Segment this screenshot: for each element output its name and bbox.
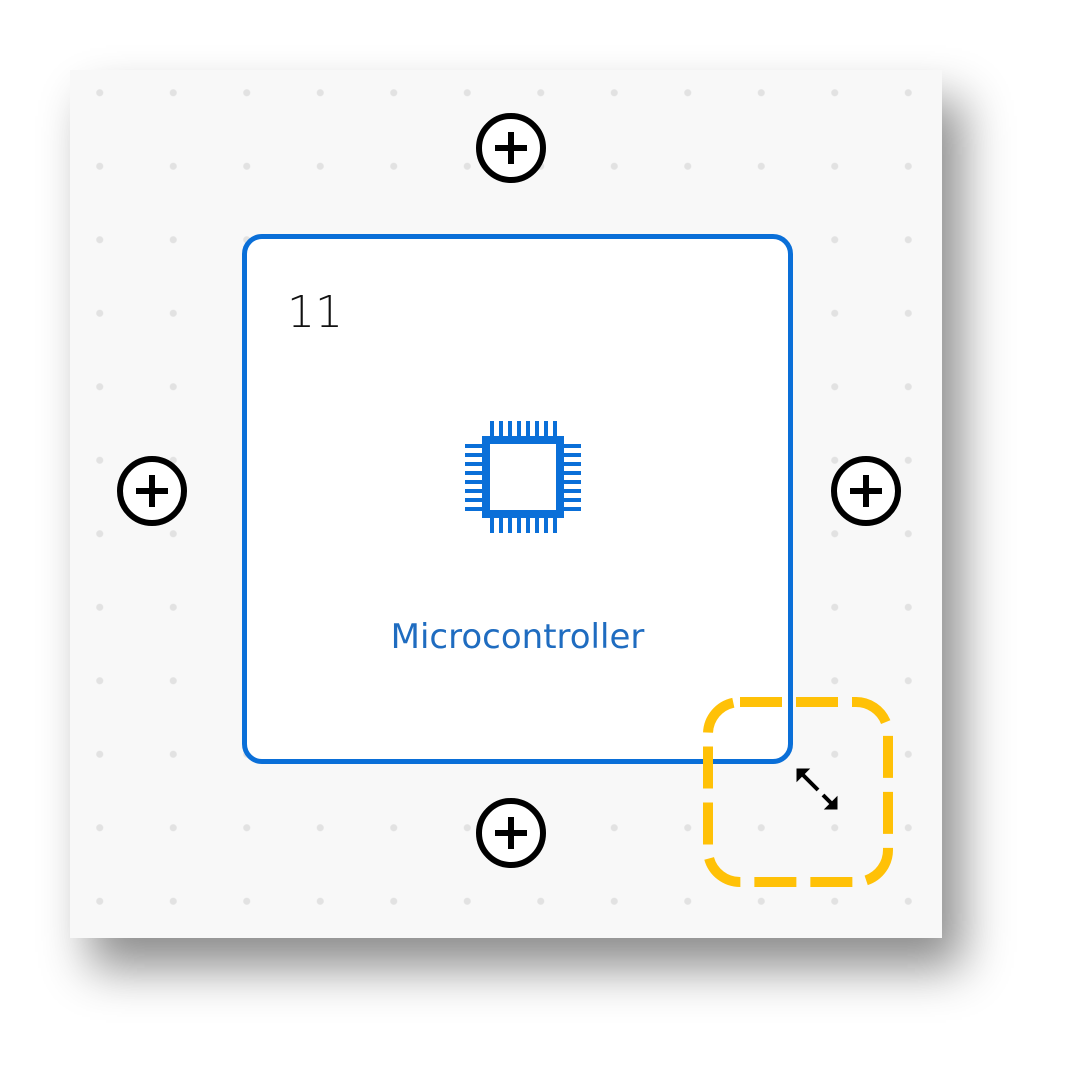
resize-arrows-icon	[796, 768, 838, 810]
add-node-top-button[interactable]	[475, 112, 547, 184]
node-label: Microcontroller	[390, 617, 645, 657]
chip-icon	[465, 421, 581, 533]
add-node-right-button[interactable]	[830, 455, 902, 527]
node-number: 11	[287, 287, 343, 338]
microcontroller-node[interactable]: 11 Microcontroller	[242, 234, 793, 764]
add-node-bottom-button[interactable]	[475, 797, 547, 869]
add-node-left-button[interactable]	[116, 455, 188, 527]
resize-handle[interactable]	[703, 697, 893, 887]
